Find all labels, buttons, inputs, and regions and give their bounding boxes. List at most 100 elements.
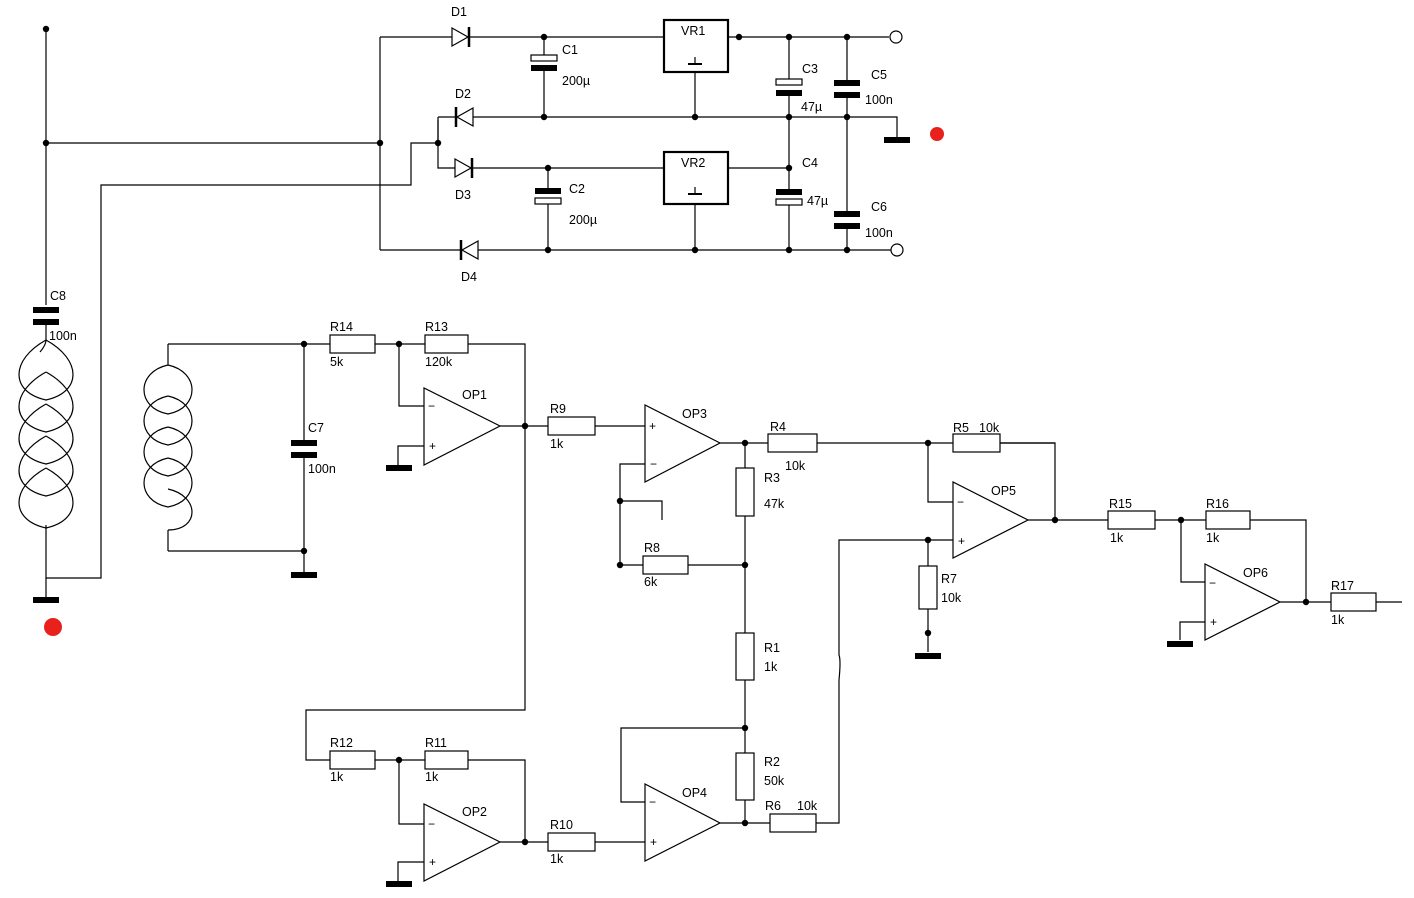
- label-r10-value: 1k: [550, 852, 564, 866]
- label-r8-value: 6k: [644, 575, 658, 589]
- label-r12-value: 1k: [330, 770, 344, 784]
- label-r14: R14: [330, 320, 353, 334]
- label-c3-value: 47µ: [801, 100, 822, 114]
- resistor-r1[interactable]: [735, 632, 755, 681]
- label-r17-value: 1k: [1331, 613, 1345, 627]
- ground-icon: [915, 653, 941, 659]
- resistor-r17[interactable]: [1330, 592, 1377, 612]
- capacitor-c1[interactable]: [530, 54, 558, 71]
- resistor-r10[interactable]: [547, 832, 596, 852]
- label-r13: R13: [425, 320, 448, 334]
- resistor-r7[interactable]: [918, 565, 938, 610]
- label-r5: R5: [953, 421, 969, 435]
- resistor-r9[interactable]: [547, 416, 596, 436]
- label-r7-value: 10k: [941, 591, 962, 605]
- regulator-vr1[interactable]: [662, 18, 730, 74]
- resistor-r5[interactable]: [952, 433, 1001, 453]
- opamp-triangle-icon: [423, 387, 502, 466]
- opamp-op5[interactable]: − +: [952, 481, 1030, 559]
- diode-d2[interactable]: [454, 106, 474, 128]
- label-c1: C1: [562, 43, 578, 57]
- label-r11: R11: [425, 736, 447, 750]
- ground-symbols: [33, 137, 1193, 887]
- opamp-triangle-icon: [423, 803, 502, 882]
- label-c1-value: 200µ: [562, 74, 590, 88]
- label-op3: OP3: [682, 407, 707, 421]
- label-d4: D4: [461, 270, 477, 284]
- label-r4-value: 10k: [785, 459, 806, 473]
- label-c3: C3: [802, 62, 818, 76]
- resistor-r14[interactable]: [329, 334, 376, 354]
- ground-icon: [1167, 641, 1193, 647]
- label-r2: R2: [764, 755, 780, 769]
- label-d3: D3: [455, 188, 471, 202]
- diode-d1[interactable]: [451, 26, 471, 48]
- resistor-r11[interactable]: [424, 750, 469, 770]
- resistor-r4[interactable]: [767, 433, 818, 453]
- positive-terminal[interactable]: [889, 30, 903, 44]
- label-c4: C4: [802, 156, 818, 170]
- label-c8-value: 100n: [49, 329, 77, 343]
- label-r3-value: 47k: [764, 497, 785, 511]
- label-r17: R17: [1331, 579, 1354, 593]
- label-r5-value: 10k: [979, 421, 1000, 435]
- svg-text:+: +: [650, 835, 657, 849]
- label-d1: D1: [451, 5, 467, 19]
- label-r14-value: 5k: [330, 355, 344, 369]
- capacitor-c3[interactable]: [775, 78, 803, 96]
- red-marker-bottom: [44, 618, 62, 636]
- svg-text:−: −: [957, 495, 964, 509]
- inductor-coil-left[interactable]: [18, 339, 74, 529]
- resistor-r15[interactable]: [1107, 510, 1156, 530]
- capacitor-c5[interactable]: [834, 80, 860, 98]
- label-r6-value: 10k: [797, 799, 818, 813]
- negative-terminal[interactable]: [890, 243, 904, 257]
- label-r16-value: 1k: [1206, 531, 1220, 545]
- resistor-r12[interactable]: [329, 750, 376, 770]
- opamp-triangle-icon: [644, 404, 722, 483]
- capacitor-c2[interactable]: [534, 188, 562, 205]
- diode-icon: [451, 26, 470, 48]
- ground-icon: [291, 572, 317, 578]
- label-r9-value: 1k: [550, 437, 564, 451]
- label-vr2: VR2: [681, 156, 705, 170]
- svg-text:+: +: [649, 419, 656, 433]
- label-r9: R9: [550, 402, 566, 416]
- ground-icon: [884, 137, 910, 143]
- label-c6-value: 100n: [865, 226, 893, 240]
- label-c7: C7: [308, 421, 324, 435]
- resistor-r2[interactable]: [735, 752, 755, 801]
- capacitor-c6[interactable]: [834, 211, 860, 229]
- label-op1: OP1: [462, 388, 487, 402]
- resistor-r13[interactable]: [424, 334, 469, 354]
- opamp-op3[interactable]: + −: [644, 404, 722, 483]
- opamp-op1[interactable]: − +: [423, 387, 502, 466]
- resistor-r8[interactable]: [642, 555, 689, 575]
- capacitor-c7[interactable]: [291, 440, 317, 458]
- opamp-op4[interactable]: − +: [644, 783, 722, 862]
- label-r1: R1: [764, 641, 780, 655]
- ground-icon: [386, 881, 412, 887]
- opamp-op6[interactable]: − +: [1204, 563, 1282, 641]
- diode-icon: [455, 106, 474, 128]
- inductor-coil-right[interactable]: [143, 364, 193, 531]
- capacitor-c8[interactable]: [33, 307, 59, 325]
- resistor-r16[interactable]: [1205, 510, 1251, 530]
- label-c2: C2: [569, 182, 585, 196]
- capacitor-c4[interactable]: [775, 189, 803, 206]
- diode-icon: [460, 239, 479, 261]
- label-r11-value: 1k: [425, 770, 439, 784]
- opamp-triangle-icon: [1204, 563, 1282, 641]
- opamp-op2[interactable]: − +: [423, 803, 502, 882]
- svg-text:+: +: [429, 439, 436, 453]
- resistor-r6[interactable]: [769, 813, 817, 833]
- svg-text:+: +: [958, 534, 965, 548]
- regulator-vr2[interactable]: [662, 150, 730, 206]
- terminals: [889, 30, 904, 257]
- svg-text:−: −: [1209, 576, 1216, 590]
- diode-d3[interactable]: [454, 157, 474, 179]
- label-op2: OP2: [462, 805, 487, 819]
- resistor-r3[interactable]: [735, 467, 755, 517]
- svg-text:−: −: [428, 399, 435, 413]
- diode-d4[interactable]: [459, 239, 479, 261]
